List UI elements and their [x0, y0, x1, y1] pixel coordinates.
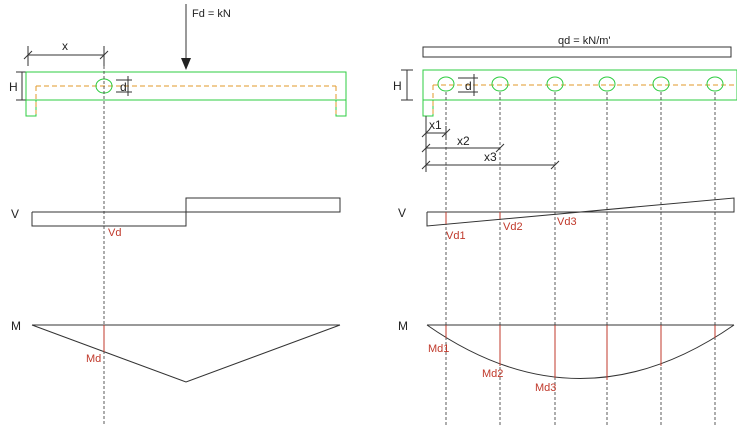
dimension-x-chain	[421, 116, 560, 172]
hole-circle-3	[546, 76, 564, 92]
moment-diagram	[31, 324, 341, 383]
dimension-d-label: d	[120, 80, 127, 94]
left-point-load-diagram: Fd = kN x H	[9, 4, 347, 425]
moment-axis-label: M	[11, 319, 21, 333]
hole-circle-5	[652, 76, 670, 92]
shear-axis-label: V	[11, 207, 19, 221]
dimension-d-right	[458, 74, 478, 96]
hole-circle-4	[598, 76, 616, 92]
moment-ordinates-right	[445, 325, 716, 380]
right-distributed-load-diagram: qd = kN/m' H d	[393, 35, 737, 425]
distributed-load-bar	[422, 46, 732, 58]
load-label: qd = kN/m'	[558, 35, 611, 47]
moment-label-3: Md3	[535, 382, 556, 394]
dimension-x-label: x	[62, 39, 68, 53]
moment-label-1: Md1	[428, 343, 449, 355]
shear-label: Vd	[108, 227, 121, 239]
shear-label-2: Vd2	[503, 221, 523, 233]
dimension-x2-label: x2	[457, 134, 470, 148]
shear-axis-right-label: V	[398, 206, 406, 220]
moment-axis-right-label: M	[398, 319, 408, 333]
shear-diagram-right	[426, 197, 735, 227]
dimension-h-label: H	[9, 80, 18, 94]
dimension-x1-label: x1	[429, 118, 442, 132]
beam	[25, 71, 347, 117]
dimension-h-right-label: H	[393, 79, 402, 93]
moment-label-2: Md2	[482, 368, 503, 380]
dimension-h-right	[401, 69, 413, 101]
dimension-x	[23, 46, 109, 66]
shear-diagram	[31, 197, 341, 227]
force-label: Fd = kN	[192, 8, 231, 20]
dimension-d	[116, 76, 132, 96]
hole-circle-1	[437, 76, 455, 92]
hole-circle-6	[706, 76, 724, 92]
hole-circle-2	[491, 76, 509, 92]
moment-diagram-right	[426, 324, 735, 379]
beam-right	[422, 69, 737, 117]
shear-label-1: Vd1	[446, 230, 466, 242]
force-arrow	[181, 4, 191, 70]
moment-label: Md	[86, 353, 101, 365]
dimension-x3-label: x3	[484, 150, 497, 164]
dimension-d-right-label: d	[465, 79, 472, 93]
shear-label-3: Vd3	[557, 216, 577, 228]
